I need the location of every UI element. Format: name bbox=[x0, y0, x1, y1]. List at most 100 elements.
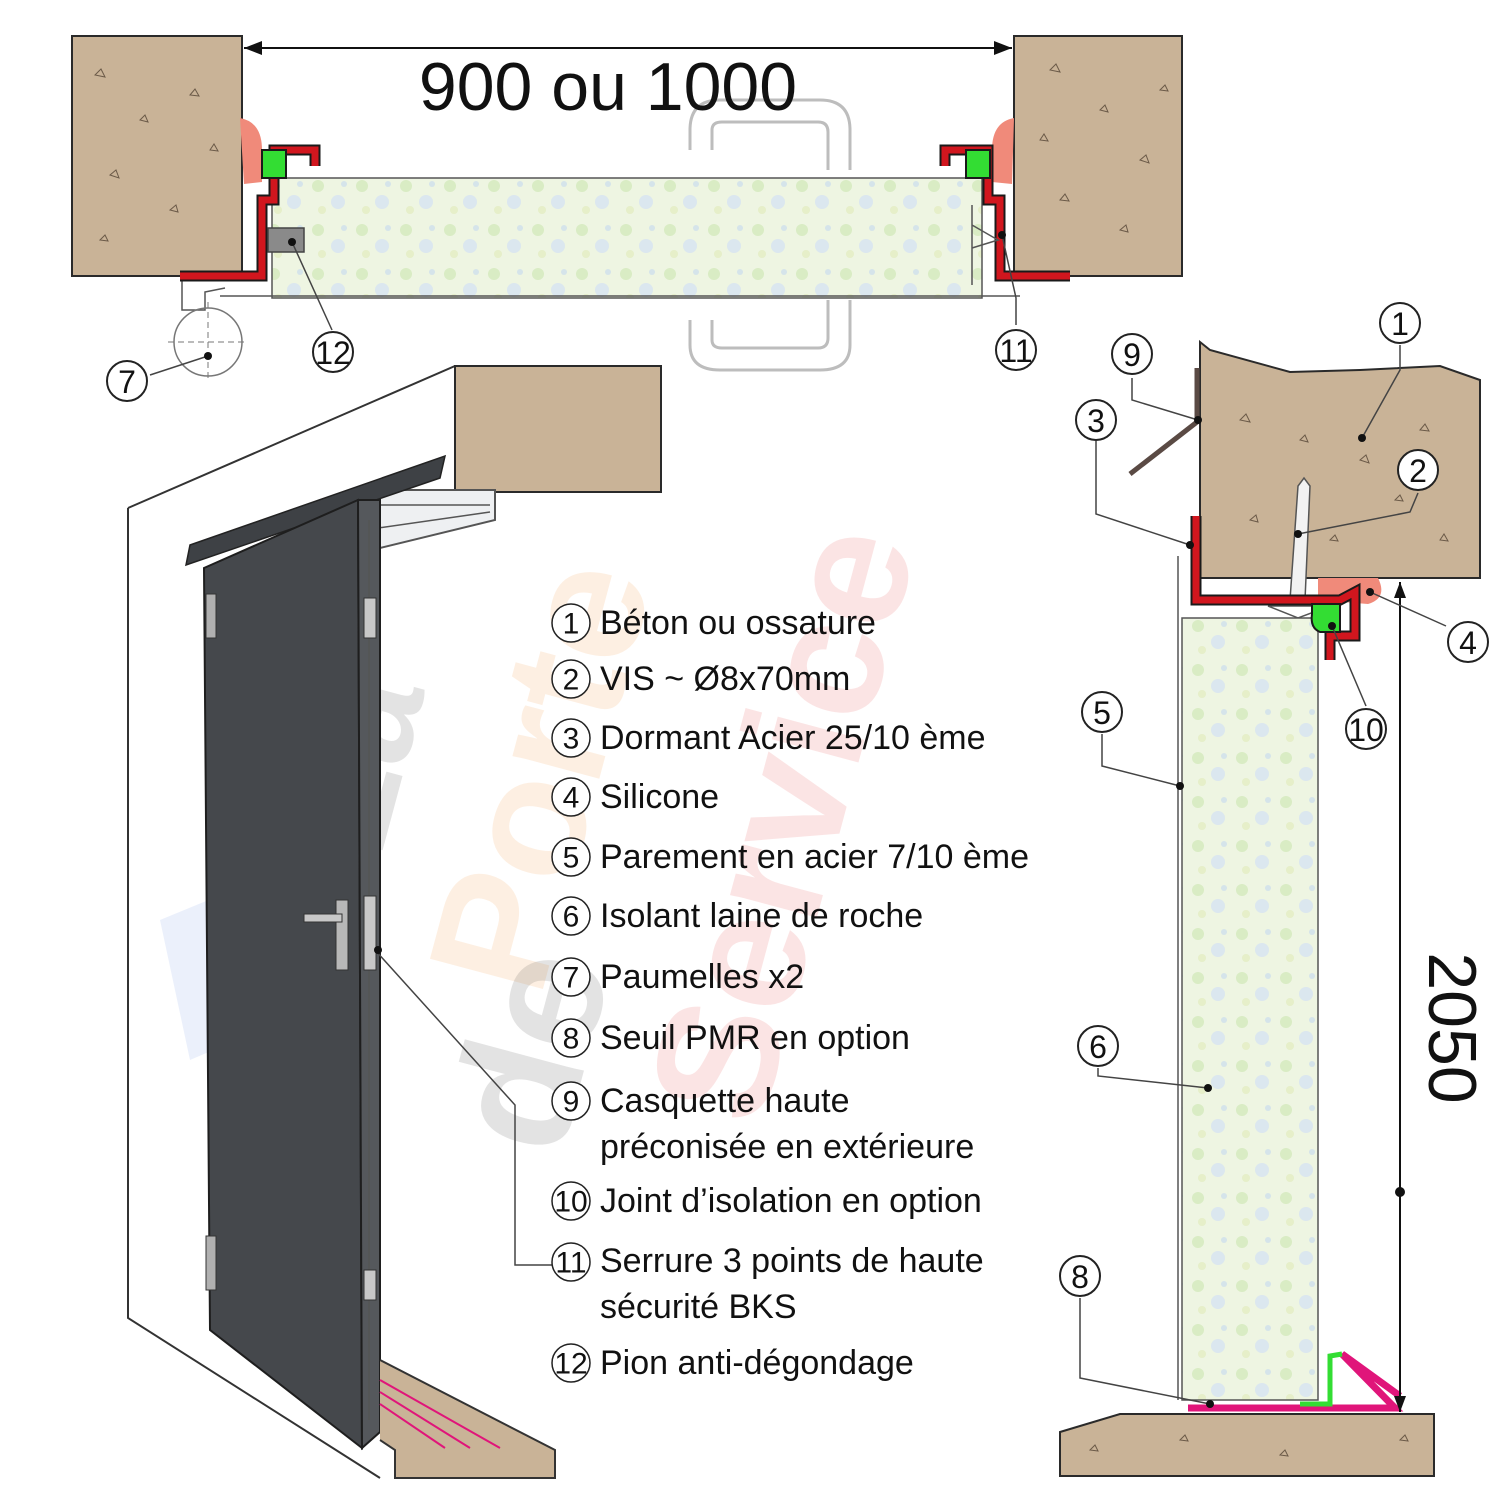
callout-2: 2 bbox=[1397, 449, 1439, 491]
plan-frame-left bbox=[180, 146, 319, 280]
svg-text:7: 7 bbox=[118, 364, 136, 400]
leader-7 bbox=[149, 355, 209, 376]
legend-item-8: 8 Seuil PMR en option bbox=[551, 1018, 910, 1058]
callout-11-plan: 11 bbox=[995, 329, 1037, 371]
leader-2 bbox=[1297, 492, 1419, 535]
plan-frame-right bbox=[941, 146, 1070, 280]
svg-text:11: 11 bbox=[555, 1247, 586, 1280]
perspective-floor bbox=[379, 1359, 556, 1479]
legend-item-12: 12 Pion anti-dégondage bbox=[551, 1343, 914, 1383]
callout-3: 3 bbox=[1075, 399, 1117, 441]
legend: 1 Béton ou ossature 2 VIS ~ Ø8x70mm 3 Do… bbox=[551, 603, 1029, 1383]
svg-text:Béton ou ossature: Béton ou ossature bbox=[600, 604, 876, 642]
svg-text:9: 9 bbox=[1123, 337, 1141, 373]
svg-text:1: 1 bbox=[1391, 306, 1409, 342]
leader-11-plan bbox=[1001, 234, 1017, 325]
handle-outline-top bbox=[688, 98, 852, 170]
svg-text:9: 9 bbox=[563, 1086, 580, 1119]
section-top-concrete bbox=[1199, 339, 1481, 579]
lock-bolt-mid bbox=[363, 895, 377, 971]
perspective-threshold bbox=[379, 1379, 501, 1449]
svg-text:3: 3 bbox=[1087, 403, 1105, 439]
plan-section: 900 ou 1000 bbox=[71, 35, 1183, 382]
leader-9 bbox=[1131, 378, 1199, 421]
svg-text:8: 8 bbox=[563, 1023, 580, 1056]
leader-8 bbox=[1079, 1298, 1211, 1405]
handle-outline-bottom bbox=[688, 300, 852, 372]
lock-bolt-top bbox=[363, 597, 377, 639]
leader-4 bbox=[1369, 591, 1447, 627]
svg-text:Pion anti-dégondage: Pion anti-dégondage bbox=[600, 1344, 914, 1382]
svg-text:4: 4 bbox=[1459, 625, 1477, 661]
callout-7: 7 bbox=[106, 360, 148, 402]
height-dim-label: 2050 bbox=[1414, 952, 1490, 1103]
callout-6: 6 bbox=[1077, 1025, 1119, 1067]
svg-text:Casquette haute: Casquette haute bbox=[600, 1082, 850, 1120]
svg-text:Dormant Acier 25/10 ème: Dormant Acier 25/10 ème bbox=[600, 719, 986, 757]
perspective-lintel bbox=[454, 365, 662, 493]
svg-text:Silicone: Silicone bbox=[600, 778, 719, 816]
lock-strike bbox=[971, 205, 1000, 285]
lock-bolt-bottom bbox=[363, 1269, 377, 1301]
callout-10: 10 bbox=[1345, 708, 1387, 750]
callout-4: 4 bbox=[1447, 621, 1489, 663]
perspective-handle-lever bbox=[303, 913, 343, 923]
leader-10 bbox=[1331, 625, 1367, 707]
callout-8: 8 bbox=[1059, 1255, 1101, 1297]
height-dimension: 2050 bbox=[1394, 582, 1490, 1412]
callouts: 7 12 11 9 1 3 2 4 5 10 6 8 bbox=[106, 302, 1489, 1297]
svg-text:1: 1 bbox=[563, 608, 580, 641]
svg-text:Serrure 3 points de haute: Serrure 3 points de haute bbox=[600, 1242, 984, 1280]
plan-door-leaf bbox=[271, 177, 983, 299]
svg-text:11: 11 bbox=[999, 333, 1032, 369]
right-wall-block bbox=[1013, 35, 1183, 277]
callout-5: 5 bbox=[1081, 691, 1123, 733]
width-dim-arrow-right bbox=[994, 41, 1012, 55]
legend-item-11: 11 Serrure 3 points de haute sécurité BK… bbox=[551, 1242, 984, 1326]
section-threshold-green bbox=[1300, 1351, 1343, 1407]
svg-text:5: 5 bbox=[1093, 695, 1111, 731]
legend-item-1: 1 Béton ou ossature bbox=[551, 603, 876, 643]
legend-item-7: 7 Paumelles x2 bbox=[551, 957, 804, 997]
svg-text:7: 7 bbox=[563, 962, 580, 995]
seal-left bbox=[261, 149, 287, 179]
svg-text:2: 2 bbox=[563, 664, 580, 697]
svg-text:sécurité BKS: sécurité BKS bbox=[600, 1288, 797, 1326]
leader-1 bbox=[1361, 345, 1401, 439]
section-door-leaf bbox=[1181, 617, 1319, 1401]
height-dim-arrow-top bbox=[1394, 582, 1406, 598]
legend-item-5: 5 Parement en acier 7/10 ème bbox=[551, 837, 1029, 877]
perspective-hinge-bottom bbox=[205, 1235, 217, 1291]
anti-lift-pin bbox=[267, 227, 305, 253]
legend-item-10: 10 Joint d’isolation en option bbox=[551, 1181, 982, 1221]
concrete-texture-section bbox=[1088, 413, 1449, 1457]
svg-text:10: 10 bbox=[554, 1186, 587, 1219]
section-seal bbox=[1310, 603, 1341, 633]
perspective-handle-plate bbox=[335, 899, 349, 971]
svg-text:4: 4 bbox=[563, 782, 580, 815]
seal-right bbox=[965, 149, 991, 179]
leaders bbox=[149, 231, 1447, 1408]
door-perspective bbox=[127, 365, 662, 1479]
svg-text:préconisée en extérieure: préconisée en extérieure bbox=[600, 1128, 974, 1166]
svg-text:2: 2 bbox=[1409, 453, 1427, 489]
perspective-door-leaf bbox=[202, 498, 364, 1451]
width-dimension: 900 ou 1000 bbox=[244, 41, 1012, 125]
leader-5 bbox=[1101, 734, 1181, 787]
height-dim-arrow-bottom bbox=[1394, 1396, 1406, 1412]
svg-text:3: 3 bbox=[563, 723, 580, 756]
svg-text:10: 10 bbox=[1348, 712, 1384, 748]
svg-text:12: 12 bbox=[315, 335, 351, 371]
section-frame bbox=[1192, 516, 1359, 660]
concrete-texture-plan bbox=[93, 63, 1169, 242]
hinge-symbol bbox=[168, 302, 248, 382]
callout-12: 12 bbox=[312, 331, 354, 373]
svg-text:6: 6 bbox=[1089, 1029, 1107, 1065]
callout-9: 9 bbox=[1111, 333, 1153, 375]
svg-text:Seuil PMR en option: Seuil PMR en option bbox=[600, 1019, 910, 1057]
width-dim-arrow-left bbox=[244, 41, 262, 55]
svg-text:Joint d’isolation en option: Joint d’isolation en option bbox=[600, 1182, 982, 1220]
legend-item-4: 4 Silicone bbox=[551, 777, 719, 817]
legend-item-3: 3 Dormant Acier 25/10 ème bbox=[551, 718, 986, 758]
